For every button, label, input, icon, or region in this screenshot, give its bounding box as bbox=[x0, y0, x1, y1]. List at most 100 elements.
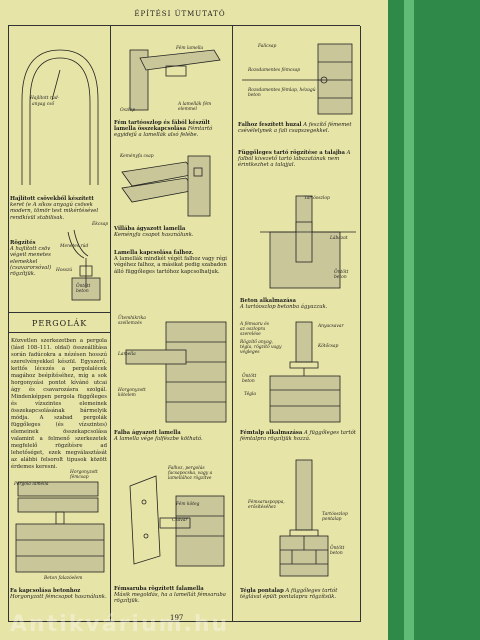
col2-caption-4-text: A lamella vége falfészbe kötható. bbox=[114, 436, 203, 443]
col3-caption-1: Falhoz feszített huzal A feszítő fémemet… bbox=[238, 122, 356, 134]
arch-tube-illustration bbox=[21, 49, 99, 185]
brick-pad-illustration bbox=[279, 459, 329, 577]
section-rule-bottom bbox=[8, 332, 110, 333]
col1-caption-1: Hajlított csövekből készített keret (e A… bbox=[10, 196, 108, 221]
book-cover bbox=[388, 0, 480, 640]
wire-label-2: Rozsdamentes fémcsap bbox=[248, 68, 301, 73]
column-divider-3 bbox=[360, 26, 361, 622]
col2-caption-1-title: Fém tartóoszlop és fából készült lamella… bbox=[114, 120, 210, 133]
col2-caption-4: Falba ágyazott lamella A lamella vége fa… bbox=[114, 430, 230, 442]
post-label-3: Öntött beton bbox=[334, 270, 349, 280]
metal-label-2: A lamellák fém elemmel bbox=[178, 102, 212, 112]
col3-caption-2-text: A falból kivezető tartó lábazatának nem … bbox=[238, 150, 351, 169]
anchor-label-3: Hosszú bbox=[56, 268, 73, 273]
brick-label-1: Fémsaruspoppa, erősítéséhez bbox=[248, 500, 285, 510]
body-paragraph: Közvetlen szerkezetben a pergola (lásd 1… bbox=[11, 338, 107, 470]
wire-label-1: Falicsap bbox=[258, 44, 277, 49]
fork-label-1: Keményfa csap bbox=[120, 154, 154, 159]
col3-caption-2-title: Függőleges tartó rögzítése a talajba bbox=[238, 150, 345, 156]
wire-to-wall-illustration bbox=[242, 43, 353, 115]
metal-base-anchor-illustration bbox=[269, 321, 341, 423]
column-divider-1 bbox=[110, 26, 111, 622]
running-header: ÉPÍTÉSI ÚTMUTATÓ bbox=[134, 10, 226, 18]
page-number: 197 bbox=[170, 614, 184, 622]
base-label-6: Tégla bbox=[244, 392, 257, 397]
col1-caption-2-title: Rögzítés bbox=[10, 240, 36, 246]
timber-label-3: Beton falazóelem bbox=[44, 576, 83, 581]
col1-caption-1-text: keret (e A síkos anyagú csövek modern, t… bbox=[10, 202, 99, 221]
col3-caption-1-text: A feszítő fémemet csévélelynek a fali cs… bbox=[238, 122, 352, 135]
col2-caption-3-text: A lamellák mindkét végét falhoz vagy rég… bbox=[114, 256, 227, 275]
col2-caption-3-title: Lamella kapcsolása falhoz. bbox=[114, 250, 194, 256]
col2-caption-2-title: Villába ágyazott lamella bbox=[114, 226, 186, 232]
brick-label-2: Tartóoszlop pontalap bbox=[322, 512, 348, 522]
col2-caption-4-title: Falba ágyazott lamella bbox=[114, 430, 181, 436]
col3-caption-4-title: Fémtalp alkalmazása bbox=[240, 430, 303, 436]
wall-lamella-illustration bbox=[125, 321, 227, 423]
shoe-label-2: Fém köteg bbox=[176, 502, 200, 507]
book-page: ÉPÍTÉSI ÚTMUTATÓ Hajlított rud- anyag cs… bbox=[0, 0, 410, 640]
anchor-label-1: Menetes rúd bbox=[60, 244, 89, 249]
wall-label-2: Lamella bbox=[118, 352, 136, 357]
col2-caption-5-text: Másik megoldás, ha a lamellát fémsaruba … bbox=[114, 592, 226, 605]
col1-caption-3-title: Fa kapcsolása betonhoz bbox=[10, 588, 81, 594]
shoe-label-3: Csavar bbox=[172, 518, 188, 523]
post-in-concrete-illustration bbox=[260, 195, 356, 289]
wall-label-3: Horgonyzott kötelem bbox=[118, 388, 146, 398]
post-label-1: Tartóoszlop bbox=[304, 196, 330, 201]
col3-caption-3-text: A tartóoszlop betonba ágyazzuk. bbox=[240, 304, 328, 311]
header-rule bbox=[8, 25, 360, 26]
column-divider-0 bbox=[8, 26, 9, 622]
base-label-3: Anyacsavar bbox=[318, 324, 344, 329]
col3-caption-5-text: A függőleges tartót téglával épült ponta… bbox=[240, 588, 338, 601]
col1-caption-1-title: Hajlított csövekből készített bbox=[10, 196, 94, 202]
tube-anchor-illustration bbox=[67, 229, 101, 301]
timber-label-1: Pergola lamella bbox=[14, 482, 49, 487]
col2-caption-2: Villába ágyazott lamella Keményfa csapot… bbox=[114, 226, 230, 238]
col3-caption-2: Függőleges tartó rögzítése a talajba A f… bbox=[238, 150, 356, 169]
col3-caption-4: Fémtalp alkalmazása A függőleges tartót … bbox=[240, 430, 358, 442]
col1-caption-3-text: Horgonyzott fémcsapot használunk. bbox=[10, 594, 107, 601]
base-label-4: Kötőcsap bbox=[318, 344, 339, 349]
col3-caption-5: Tégla pontalap A függőleges tartót téglá… bbox=[240, 588, 358, 600]
cover-edge bbox=[404, 0, 414, 640]
metal-label-3: Oszlop bbox=[120, 108, 136, 113]
col3-caption-5-title: Tégla pontalap bbox=[240, 588, 284, 594]
col2-caption-1-text: Fémtartó egyidejű a lamellák alsó felébe… bbox=[114, 126, 213, 139]
col2-caption-2-text: Keményfa csapot használunk. bbox=[114, 232, 194, 239]
base-label-5: Öntött beton bbox=[242, 374, 257, 384]
col2-caption-5: Fémsaruba rögzített falamella Másik mego… bbox=[114, 586, 230, 605]
col2-caption-1: Fém tartóoszlop és fából készült lamella… bbox=[114, 120, 230, 139]
wire-label-3: Rozsdamentes fémlap, hézagú beton bbox=[248, 88, 316, 98]
arch-label-2: anyag cső bbox=[32, 102, 55, 107]
post-label-2: Lábazat bbox=[330, 236, 348, 241]
metal-shoe-illustration bbox=[129, 475, 225, 567]
anchor-label-4: Öntött beton bbox=[76, 284, 91, 294]
base-label-1: A fémsaru és az oszlopra szerelése bbox=[240, 322, 269, 337]
column-divider-2 bbox=[232, 26, 233, 622]
col3-caption-3: Beton alkalmazása A tartóoszlop betonba … bbox=[240, 298, 356, 310]
brick-label-3: Öntött beton bbox=[330, 546, 345, 556]
metal-post-lamella-illustration bbox=[129, 49, 221, 111]
col2-caption-3: Lamella kapcsolása falhoz. A lamellák mi… bbox=[114, 250, 230, 275]
col1-caption-3: Fa kapcsolása betonhoz Horgonyzott fémcs… bbox=[10, 588, 108, 600]
section-rule-top bbox=[8, 312, 110, 313]
arch-label-1: Hajlított rud- bbox=[30, 96, 60, 101]
col3-caption-4-text: A függőleges tartót fémtalpra rögzítjük … bbox=[240, 430, 356, 443]
shoe-label-1: Falhoz, pergolás facsapocska, vagy a lam… bbox=[168, 466, 213, 481]
timber-to-concrete-illustration bbox=[15, 481, 105, 573]
fork-lamella-illustration bbox=[121, 155, 211, 217]
col3-caption-1-title: Falhoz feszített huzal bbox=[238, 122, 302, 128]
col3-caption-3-title: Beton alkalmazása bbox=[240, 298, 296, 304]
section-title: PERGOLÁK bbox=[32, 319, 88, 328]
col1-caption-2: Rögzítés A hajlított csöv végeit menetes… bbox=[10, 240, 58, 277]
metal-label-1: Fém lamella bbox=[176, 46, 204, 51]
watermark: Antikvárium.hu bbox=[10, 612, 230, 637]
wall-label-1: Ütemhikrika szellemzés bbox=[118, 316, 146, 326]
col2-caption-5-title: Fémsaruba rögzített falamella bbox=[114, 586, 204, 592]
anchor-label-2: Ékcsap bbox=[92, 222, 109, 227]
timber-label-2: Horgonyzott fémcsap bbox=[70, 470, 98, 480]
base-label-2: Rögzítő anyag, tégla, rögzítő vagy végle… bbox=[240, 340, 282, 355]
footer-rule bbox=[8, 621, 360, 622]
col1-caption-2-text: A hajlított csöv végeit menetes elemekke… bbox=[10, 246, 52, 278]
